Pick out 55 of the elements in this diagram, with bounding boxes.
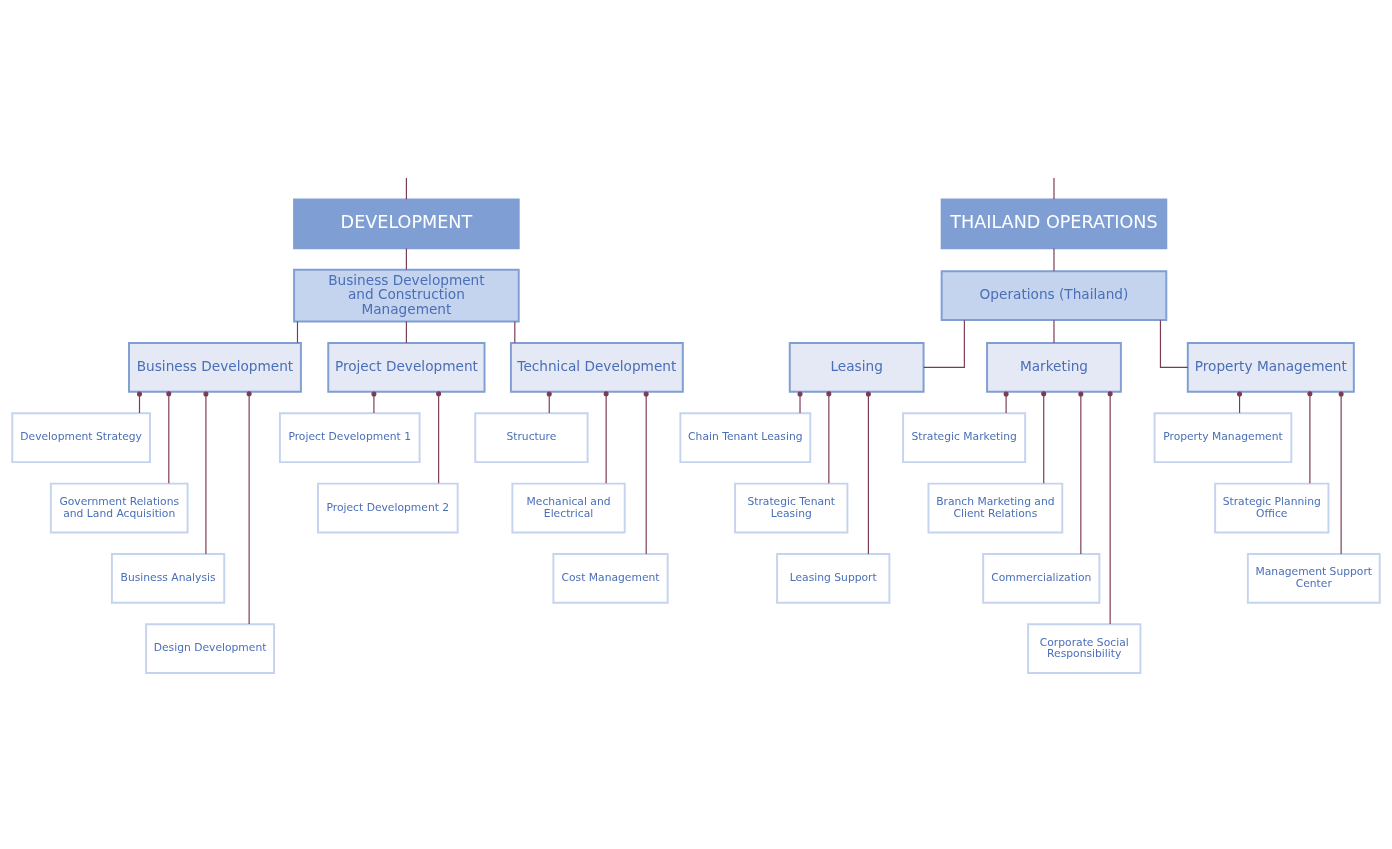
node-box: Government Relations and Land Acquisition	[49, 482, 189, 533]
node-box: Design Development	[145, 622, 276, 674]
node-box: Project Development	[327, 341, 486, 393]
connector	[371, 390, 377, 414]
connector	[797, 390, 803, 414]
node-box: Mechanical and Electrical	[511, 482, 626, 533]
node-box: Development Strategy	[11, 411, 151, 463]
connector	[296, 320, 299, 343]
connector	[1078, 390, 1084, 554]
node-box: Project Development 1	[278, 411, 421, 463]
connector	[1338, 390, 1344, 554]
connector	[1053, 247, 1055, 272]
connector	[1307, 390, 1313, 484]
connector	[1107, 390, 1113, 625]
node-box: Business Development and Construction Management	[293, 268, 520, 322]
node-box: Corporate Social Responsibility	[1027, 622, 1142, 674]
connector	[865, 390, 871, 554]
connector	[405, 247, 407, 270]
node-box: Commercialization	[982, 552, 1101, 604]
node-box: Strategic Planning Office	[1214, 482, 1330, 533]
node-box: DEVELOPMENT	[293, 197, 520, 249]
connector	[603, 390, 609, 484]
node-box: Leasing	[788, 341, 925, 393]
node-box: Leasing Support	[776, 552, 891, 604]
node-box: Branch Marketing and Client Relations	[927, 482, 1064, 533]
connector	[643, 390, 649, 554]
connector	[203, 390, 209, 554]
node-box: Property Management	[1153, 411, 1293, 463]
node-box: Strategic Marketing	[902, 411, 1027, 463]
node-box: Business Development	[128, 341, 302, 393]
connector	[826, 390, 832, 484]
connector	[514, 320, 516, 343]
connector	[405, 320, 407, 343]
connector	[1053, 176, 1055, 200]
connector	[1159, 319, 1189, 368]
connector	[1003, 390, 1009, 414]
node-box: Strategic Tenant Leasing	[734, 482, 849, 533]
node-box: Structure	[474, 411, 589, 463]
node-box: Operations (Thailand)	[940, 269, 1168, 321]
connector	[405, 176, 407, 200]
connector	[246, 390, 252, 625]
connector	[166, 390, 172, 484]
node-box: Chain Tenant Leasing	[679, 411, 812, 463]
node-box: Marketing	[986, 341, 1122, 393]
connector	[1053, 319, 1055, 343]
connector	[923, 319, 965, 368]
connector	[436, 390, 442, 484]
node-box: Management Support Center	[1246, 552, 1381, 604]
node-box: Project Development 2	[317, 482, 459, 533]
node-box: THAILAND OPERATIONS	[940, 197, 1168, 249]
connector	[1041, 390, 1047, 484]
node-box: Property Management	[1186, 341, 1355, 393]
node-box: Business Analysis	[110, 552, 226, 604]
node-box: Technical Development	[509, 341, 684, 393]
node-box: Cost Management	[552, 552, 669, 604]
